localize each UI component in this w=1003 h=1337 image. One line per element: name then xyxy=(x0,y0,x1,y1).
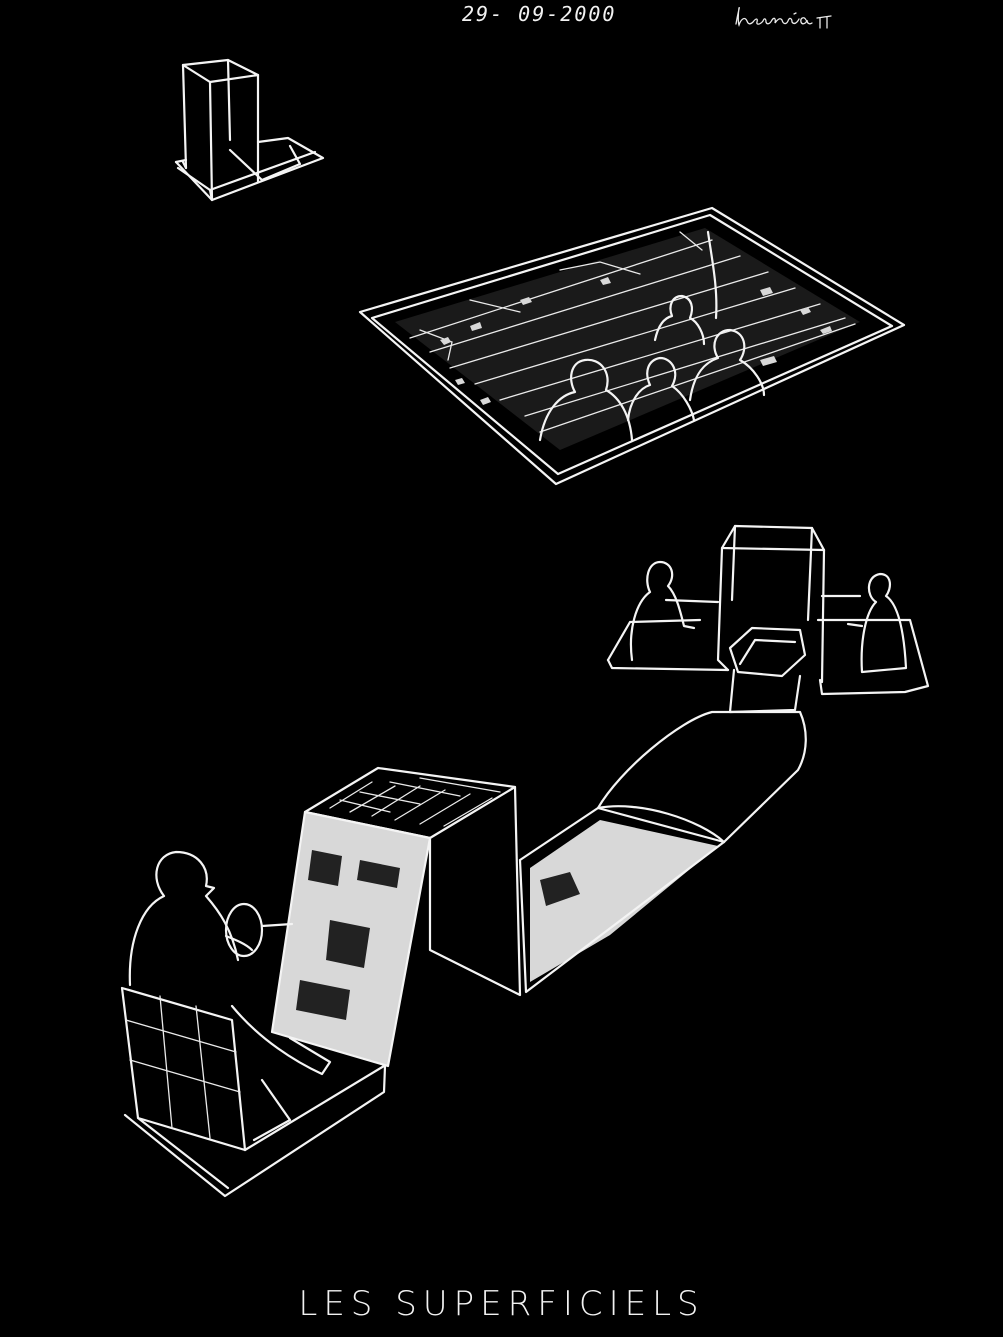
sketch-title: LES SUPERFICIELS xyxy=(298,1284,705,1324)
table-box-sketch xyxy=(606,524,930,714)
date-label: 29- 09-2000 xyxy=(462,2,617,26)
crowd-screen-sketch xyxy=(358,206,906,486)
small-box-sketch xyxy=(174,58,325,202)
seated-figure-sketch xyxy=(120,850,387,1198)
screen-panel-sketch xyxy=(270,766,522,1068)
signature xyxy=(735,6,832,29)
tunnel-sketch xyxy=(518,710,807,994)
